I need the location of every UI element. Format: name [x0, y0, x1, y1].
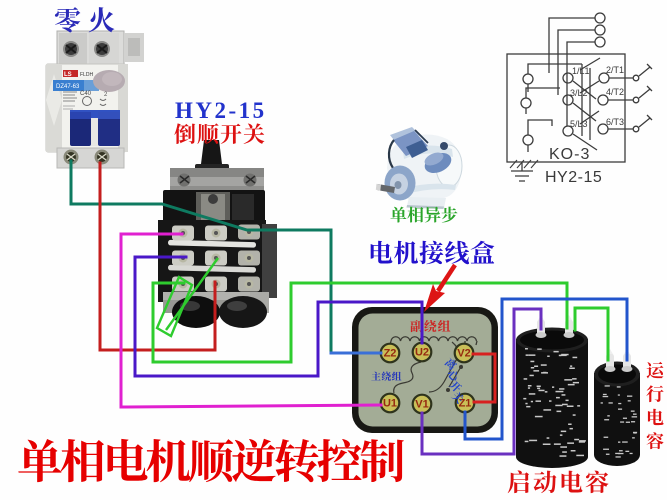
- svg-text:2/T1: 2/T1: [606, 65, 624, 75]
- svg-text:KO-3: KO-3: [549, 146, 590, 163]
- svg-text:U1: U1: [383, 398, 397, 410]
- svg-text:4/T2: 4/T2: [606, 87, 624, 97]
- svg-text:HY2-15: HY2-15: [175, 98, 267, 123]
- svg-text:U2: U2: [415, 347, 429, 359]
- svg-text:Z1: Z1: [459, 398, 472, 410]
- svg-text:DZ47-63: DZ47-63: [56, 84, 80, 90]
- svg-text:5/L3: 5/L3: [570, 119, 588, 129]
- svg-text:FLDH: FLDH: [80, 72, 93, 78]
- svg-text:V1: V1: [415, 399, 428, 411]
- svg-text:6/T3: 6/T3: [606, 117, 624, 127]
- svg-text:V2: V2: [457, 348, 470, 360]
- svg-text:HY2-15: HY2-15: [545, 169, 602, 186]
- svg-text:Z2: Z2: [384, 348, 397, 360]
- svg-text:2: 2: [104, 92, 108, 98]
- svg-text:C40: C40: [80, 91, 92, 97]
- svg-text:1/L1: 1/L1: [572, 66, 590, 76]
- svg-text:LS: LS: [64, 72, 72, 78]
- svg-text:3/L2: 3/L2: [570, 88, 588, 98]
